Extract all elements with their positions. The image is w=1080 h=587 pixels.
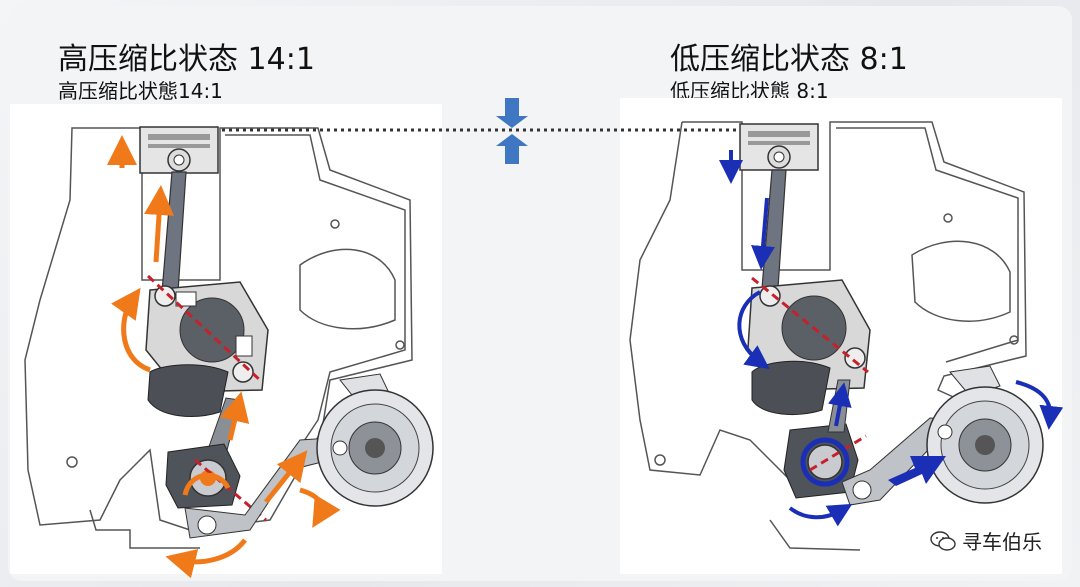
left-motion-arrows (107, 135, 341, 579)
watermark: 寻车伯乐 (930, 526, 1042, 555)
compression-marker-icon (496, 98, 528, 164)
left-crank-counterweight (147, 364, 229, 417)
left-title: 高压缩比状态 14:1 (58, 42, 315, 77)
left-connecting-rod (161, 171, 187, 293)
right-actuator-motor (926, 365, 1044, 504)
right-title: 低压缩比状态 8:1 (670, 42, 908, 77)
left-actuator-motor (316, 373, 434, 507)
left-subtitle: 高压缩比状態14:1 (58, 79, 223, 103)
right-large-arrow (888, 456, 946, 486)
right-engine-block (629, 121, 1027, 551)
left-engine-block (24, 127, 413, 549)
right-crank-line (751, 276, 869, 374)
left-piston (139, 126, 219, 174)
right-crank-counterweight (751, 360, 831, 416)
right-piston (739, 123, 819, 171)
left-multilink-lever (145, 281, 269, 393)
watermark-text: 寻车伯乐 (962, 530, 1042, 554)
wechat-icon (930, 530, 956, 551)
right-motion-arrows (719, 150, 1064, 527)
